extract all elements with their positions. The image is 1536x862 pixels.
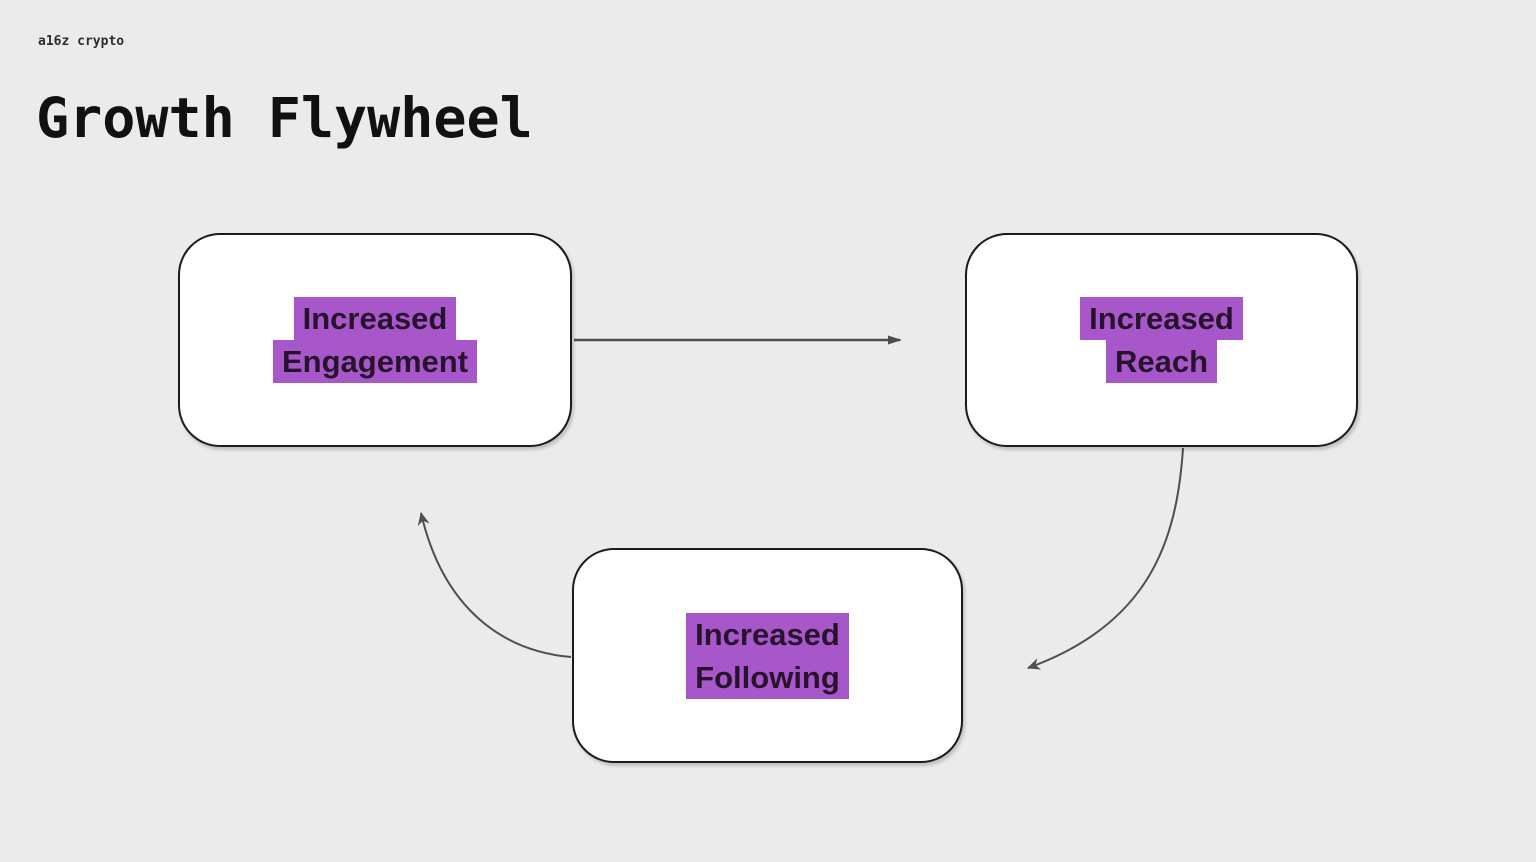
highlighted-text-line: Increased [686, 612, 849, 656]
highlighted-text-line: Following [686, 655, 849, 699]
node-increased-reach: Increased Reach [965, 233, 1358, 447]
node-label: Increased Reach [1080, 297, 1243, 383]
highlighted-text-line: Reach [1105, 340, 1218, 383]
arrow-following-to-engagement [417, 512, 572, 658]
highlighted-text-line: Engagement [272, 340, 478, 383]
highlighted-text-line: Increased [293, 297, 457, 340]
page-title: Growth Flywheel [36, 86, 533, 150]
node-label: Increased Following [686, 612, 849, 699]
arrow-reach-to-following [1027, 447, 1184, 670]
brand-watermark: a16z crypto [38, 34, 125, 49]
highlighted-text-line: Increased [1080, 297, 1243, 340]
node-increased-following: Increased Following [572, 548, 963, 763]
node-label: Increased Engagement [272, 297, 478, 383]
node-increased-engagement: Increased Engagement [178, 233, 572, 447]
